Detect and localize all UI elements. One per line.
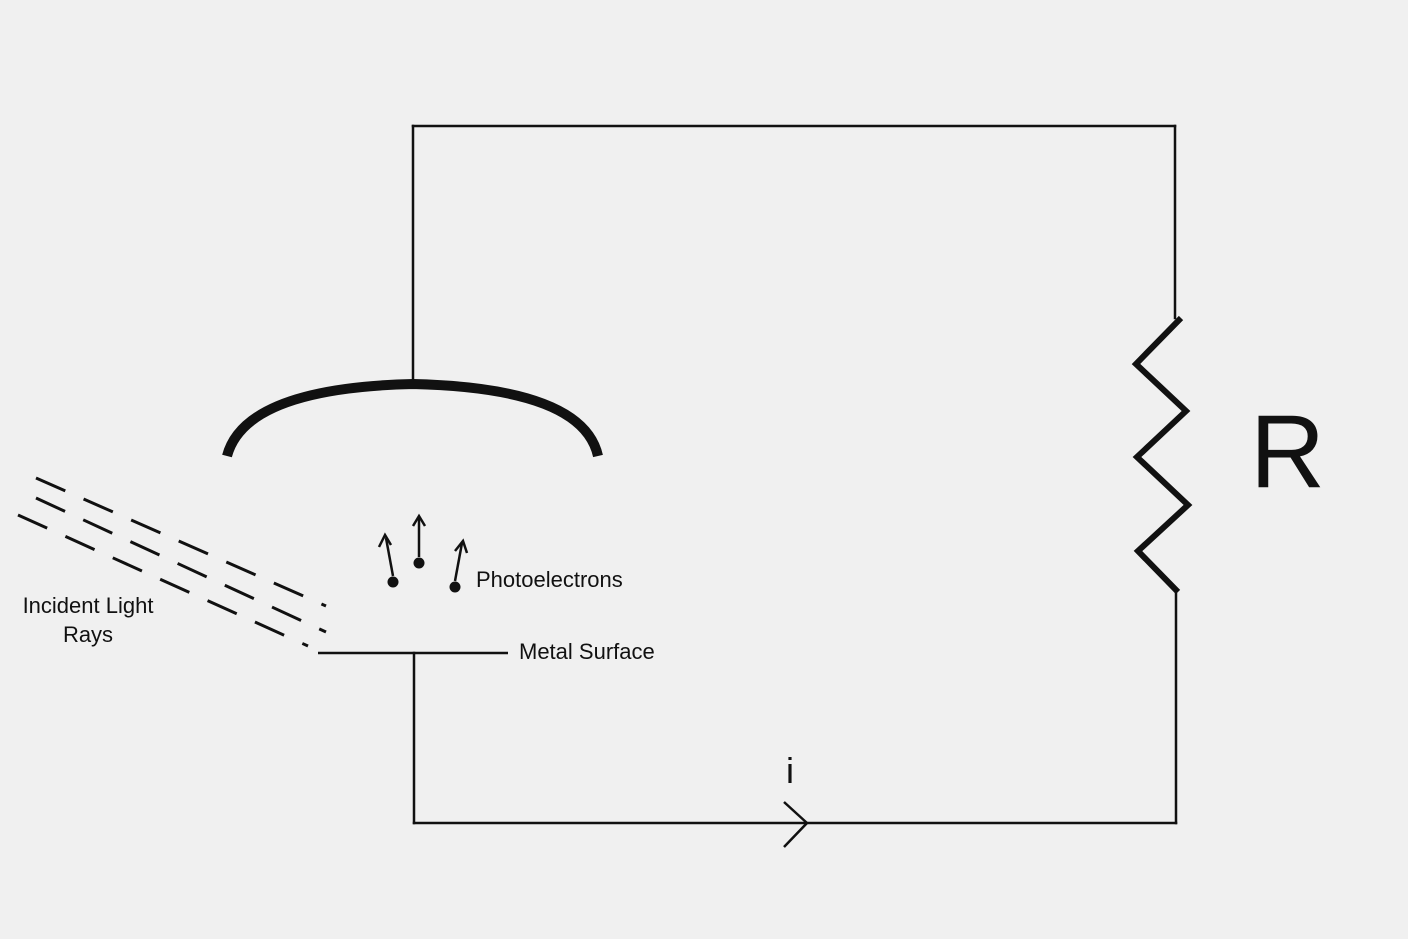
current-label: i <box>786 750 794 791</box>
light-ray <box>17 513 309 648</box>
photoelectron <box>377 532 399 588</box>
incident-light-label-line1: Incident Light <box>23 593 154 618</box>
collector-electrode <box>222 378 603 458</box>
photoelectron <box>449 538 469 593</box>
metal-surface-label: Metal Surface <box>519 639 655 664</box>
resistor-label: R <box>1250 394 1325 510</box>
photoelectron <box>411 513 427 569</box>
resistor-zigzag <box>1131 315 1193 595</box>
circuit-wires <box>411 124 1178 825</box>
incident-light-rays <box>17 476 327 648</box>
photoelectrons-label: Photoelectrons <box>476 567 623 592</box>
light-ray <box>35 496 327 634</box>
photoelectrons <box>377 513 469 593</box>
incident-light-label-line2: Rays <box>63 622 113 647</box>
current-arrow <box>783 801 809 848</box>
light-ray <box>35 476 327 608</box>
